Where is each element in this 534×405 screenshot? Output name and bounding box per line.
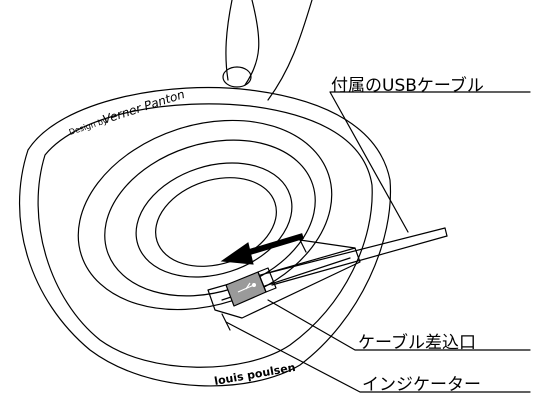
lamp-stem-right-line (244, 0, 260, 86)
leader-indicator (225, 321, 531, 393)
usb-cable-end (444, 227, 448, 237)
base-ring-2 (104, 139, 316, 297)
lamp-stem-left-line (225, 0, 233, 81)
arrow-left-icon (220, 233, 304, 265)
usb-plug-collar (257, 267, 277, 293)
callout-usb-cable: 付属のUSBケーブル (331, 76, 484, 96)
base-outer-rim (18, 86, 392, 387)
designer-credit-mark: Design by Verner Panton (68, 87, 187, 137)
leader-usb-cable (329, 91, 531, 233)
cable-port-housing (207, 247, 361, 319)
base-second-rim (37, 103, 373, 368)
usb-icon (237, 282, 257, 293)
stem-knob (222, 66, 252, 88)
base-ring-4 (155, 177, 277, 267)
cable-port-bracket (299, 239, 356, 253)
svg-text:louis poulsen: louis poulsen (213, 361, 296, 388)
base-ring-3 (135, 162, 293, 278)
leader-cable-port (267, 299, 531, 351)
brand-logo: louis poulsen (213, 361, 296, 388)
callout-indicator: インジケーター (362, 375, 481, 395)
callout-cable-port: ケーブル差込口 (358, 333, 476, 353)
lamp-stem-far-right-line (267, 0, 313, 101)
